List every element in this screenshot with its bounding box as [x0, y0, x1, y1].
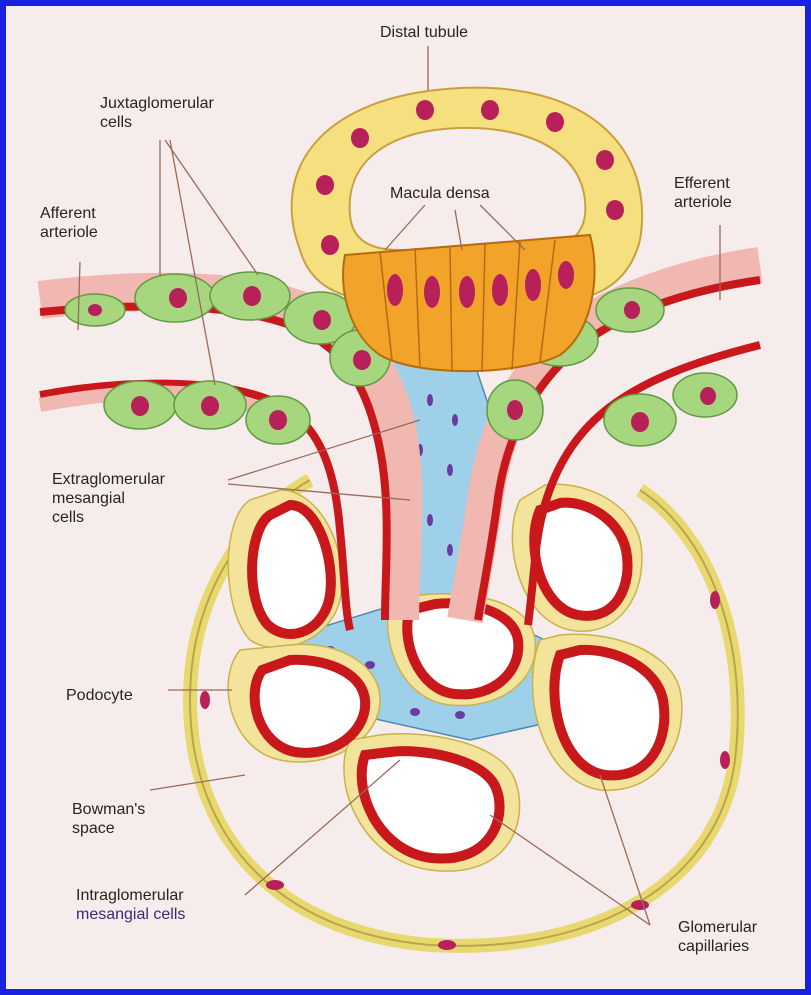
label-bowmans-space: Bowman's space	[72, 800, 145, 838]
label-efferent-arteriole: Efferent arteriole	[674, 174, 732, 212]
label-glomerular-capillaries: Glomerular capillaries	[678, 918, 757, 956]
diagram-frame: Distal tubule Juxtaglomerular cells Macu…	[6, 6, 805, 989]
label-podocyte: Podocyte	[66, 686, 133, 705]
label-distal-tubule: Distal tubule	[380, 23, 468, 42]
label-macula-densa: Macula densa	[390, 184, 490, 203]
juxtaglomerular-cells	[65, 272, 390, 444]
label-intraglomerular-mesangial-cells: Intraglomerular mesangial cells	[76, 886, 185, 924]
label-extraglomerular-mesangial-cells: Extraglomerular mesangial cells	[52, 470, 165, 527]
label-afferent-arteriole: Afferent arteriole	[40, 204, 98, 242]
macula-densa	[343, 235, 594, 372]
label-juxtaglomerular-cells: Juxtaglomerular cells	[100, 94, 214, 132]
